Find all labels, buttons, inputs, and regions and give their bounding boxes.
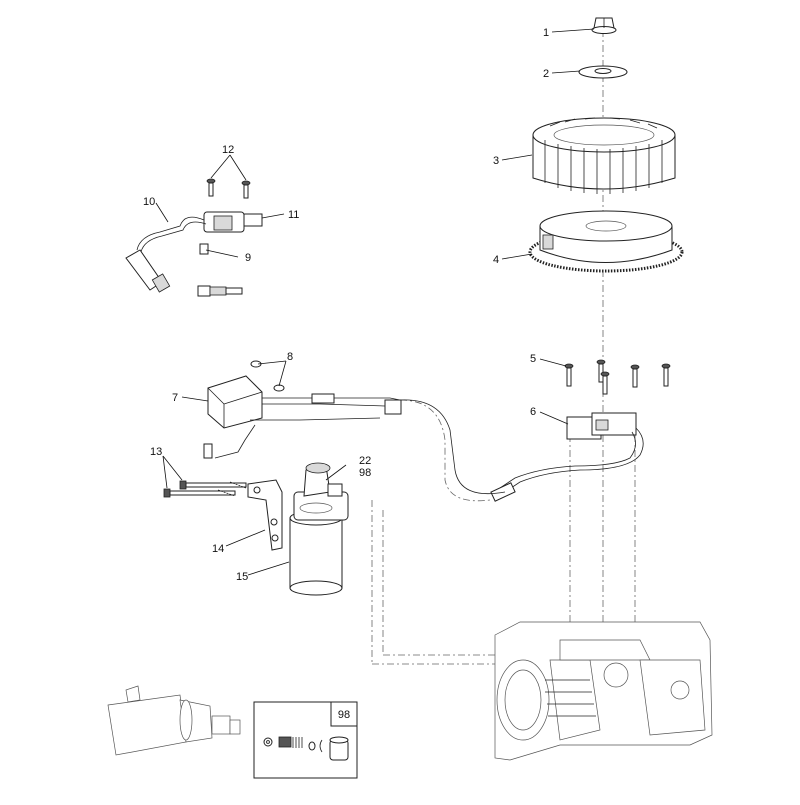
callout-12: 12 xyxy=(222,144,234,156)
callout-11: 11 xyxy=(288,209,299,221)
callout-4: 4 xyxy=(493,254,499,266)
engine-block xyxy=(494,621,713,761)
electric-starter xyxy=(289,462,349,596)
callout-98: 98 xyxy=(359,467,371,479)
callout-13: 13 xyxy=(150,446,162,458)
flywheel-washer xyxy=(578,65,628,79)
coil-screws xyxy=(206,178,251,199)
ignition-coil xyxy=(125,211,263,293)
callout-1: 1 xyxy=(543,27,549,39)
callout-2: 2 xyxy=(543,68,549,80)
starter-bracket xyxy=(247,479,283,551)
starter-side-view xyxy=(107,685,241,756)
spark-plug-boot-clip xyxy=(199,243,209,255)
charging-coil xyxy=(490,412,644,502)
bolt xyxy=(163,488,236,498)
cooling-fan xyxy=(532,117,676,194)
screw xyxy=(661,363,671,387)
voltage-regulator xyxy=(203,375,506,495)
flywheel-nut xyxy=(591,17,617,34)
screw xyxy=(600,371,610,395)
detail-inset-98: 98 xyxy=(253,701,358,779)
screw xyxy=(206,178,216,197)
callout-3: 3 xyxy=(493,155,499,167)
callout-7: 7 xyxy=(172,392,178,404)
leader-lines xyxy=(155,28,595,576)
bolt xyxy=(179,480,247,490)
callout-22: 22 xyxy=(359,455,371,467)
callout-15: 15 xyxy=(236,571,248,583)
callout-labels: 1 2 3 4 5 6 7 8 9 10 11 12 13 14 15 22 9… xyxy=(143,27,549,583)
callout-14: 14 xyxy=(212,543,224,555)
screw xyxy=(630,364,640,388)
flywheel xyxy=(528,210,684,273)
callout-9: 9 xyxy=(245,252,251,264)
callout-8: 8 xyxy=(287,351,293,363)
starter-drive-kit xyxy=(263,736,349,761)
mounting-screws xyxy=(564,359,671,395)
callout-10: 10 xyxy=(143,196,155,208)
starter-bolts xyxy=(163,480,247,498)
callout-5: 5 xyxy=(530,353,536,365)
callout-6: 6 xyxy=(530,406,536,418)
inset-label: 98 xyxy=(338,709,350,721)
screw xyxy=(241,180,251,199)
screw xyxy=(564,363,574,387)
spark-plug xyxy=(197,285,243,297)
